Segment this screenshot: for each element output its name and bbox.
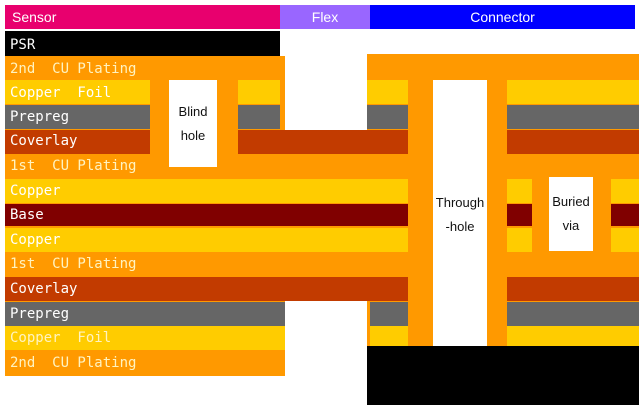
coverlay-top-mid bbox=[238, 130, 408, 154]
layer-label-prepreg-top: Prepreg bbox=[10, 109, 70, 125]
coverlay-bottom-left bbox=[5, 277, 408, 301]
prepreg-top-left bbox=[5, 105, 150, 129]
buried-via-label: Buried via bbox=[549, 177, 593, 251]
through-hole-label-line1: Through bbox=[435, 194, 485, 210]
layer-label-coverlay-top: Coverlay bbox=[10, 133, 78, 149]
through-hole bbox=[433, 80, 487, 346]
layer-label-1st-cu-plating-top: 1st CU Plating bbox=[10, 158, 137, 174]
base-right-a bbox=[507, 204, 532, 226]
blind-hole-label-line1: Blind bbox=[178, 103, 208, 119]
layer-label-coverlay-bottom: Coverlay bbox=[10, 281, 78, 297]
connector-bottom-black bbox=[367, 346, 639, 405]
copper-foil-bottom-right bbox=[507, 326, 639, 346]
buried-via bbox=[549, 177, 593, 251]
layer-label-2nd-cu-plating-bottom: 2nd CU Plating bbox=[10, 355, 137, 371]
layer-label-prepreg-bottom: Prepreg bbox=[10, 306, 70, 322]
layer-label-1st-cu-plating-bottom: 1st CU Plating bbox=[10, 256, 137, 272]
copper-layer-bottom bbox=[5, 228, 408, 252]
connector-zone-bar bbox=[370, 5, 635, 29]
layer-label-base: Base bbox=[10, 207, 44, 223]
layer-label-2nd-cu-plating-top: 2nd CU Plating bbox=[10, 61, 137, 77]
prepreg-bottom-left bbox=[5, 302, 285, 326]
flex-zone-label: Flex bbox=[311, 9, 339, 25]
copper-foil-top-left bbox=[5, 80, 150, 104]
copper-layer-top bbox=[5, 179, 408, 203]
sensor-zone-label: Sensor bbox=[12, 9, 57, 25]
copper-right-a bbox=[507, 179, 532, 203]
copper-foil-top-right-a bbox=[367, 80, 408, 104]
blind-hole-label: Blind hole bbox=[169, 80, 217, 167]
copper-right-b bbox=[611, 179, 639, 203]
flex-zone-bar bbox=[280, 5, 370, 29]
through-hole-label-line2: -hole bbox=[445, 218, 475, 234]
copper-foil-bottom-left bbox=[5, 326, 285, 350]
prepreg-top-right-b bbox=[507, 105, 639, 129]
copper-right-a2 bbox=[507, 228, 532, 252]
coverlay-top-left bbox=[5, 130, 150, 154]
prepreg-bottom-right bbox=[507, 302, 639, 326]
base-layer bbox=[5, 204, 408, 226]
buried-via-label-line1: Buried bbox=[552, 194, 590, 209]
copper-foil-top-mid bbox=[238, 80, 280, 104]
layer-label-psr: PSR bbox=[10, 37, 36, 53]
blind-hole bbox=[169, 80, 217, 167]
prepreg-top-mid bbox=[238, 105, 280, 129]
layer-label-copper-top: Copper bbox=[10, 183, 61, 199]
layer-label-copper-foil-bottom: Copper Foil bbox=[10, 330, 112, 346]
through-hole-label: Through -hole bbox=[433, 172, 487, 257]
base-right-b bbox=[611, 204, 639, 226]
coverlay-bottom-right bbox=[507, 277, 639, 301]
copper-foil-bottom-flex bbox=[370, 326, 408, 346]
copper-right-b2 bbox=[611, 228, 639, 252]
buried-via-label-line2: via bbox=[562, 218, 580, 233]
layer-label-copper-foil-top: Copper Foil bbox=[10, 85, 112, 101]
prepreg-top-right-a bbox=[367, 105, 408, 129]
psr-layer bbox=[5, 31, 280, 56]
copper-foil-top-right-b bbox=[507, 80, 639, 104]
coverlay-top-right bbox=[507, 130, 639, 154]
connector-zone-label: Connector bbox=[470, 9, 535, 25]
prepreg-bottom-flex bbox=[370, 302, 408, 326]
layer-label-copper-bottom: Copper bbox=[10, 232, 61, 248]
blind-hole-label-line2: hole bbox=[180, 127, 206, 143]
sensor-zone-bar bbox=[5, 5, 280, 29]
